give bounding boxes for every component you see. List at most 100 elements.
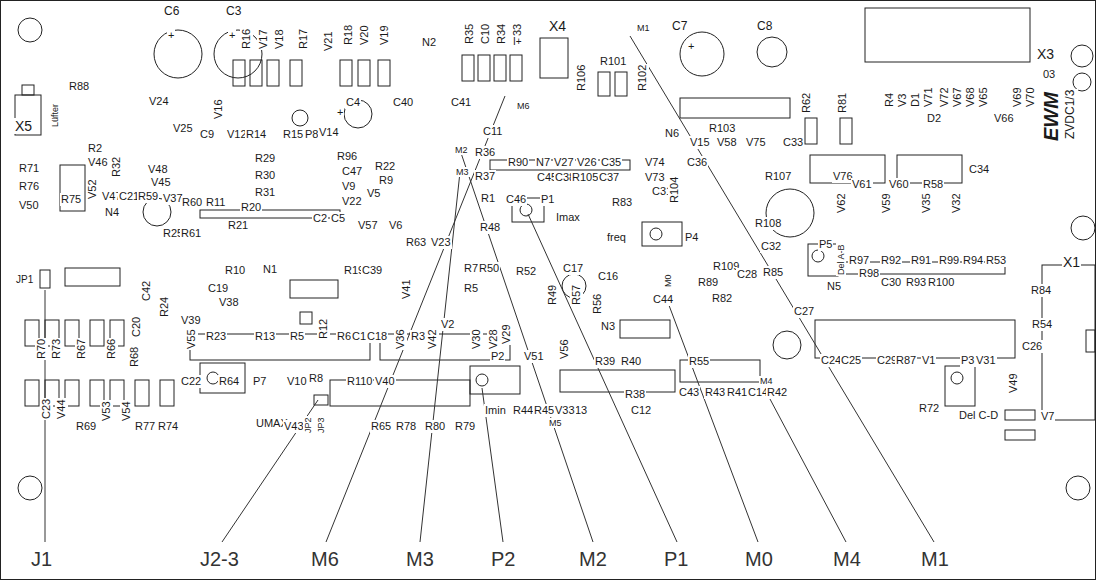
resistor-symbol <box>462 55 474 81</box>
part-designator: V52 <box>86 178 99 200</box>
part-designator: R39 <box>594 355 616 368</box>
part-designator: C2 <box>312 212 328 225</box>
part-designator: R29 <box>254 152 276 165</box>
part-designator: R108 <box>754 217 782 230</box>
part-designator: R34 <box>495 23 508 45</box>
part-designator: V9 <box>341 180 356 193</box>
part-designator: V45 <box>150 176 172 189</box>
part-designator: V28 <box>487 328 500 350</box>
part-designator: R105 <box>571 171 599 184</box>
part-designator: V5 <box>366 187 381 200</box>
part-designator: C18 <box>366 330 388 343</box>
part-designator: R9 <box>378 174 394 187</box>
part-designator: R49 <box>546 284 559 306</box>
part-designator: C7 <box>671 20 688 34</box>
capacitor-symbol <box>773 331 801 359</box>
callout-label: M2 <box>578 548 608 571</box>
part-designator: + <box>167 29 175 42</box>
part-designator: V42 <box>426 328 439 350</box>
resistor-symbol <box>478 55 490 81</box>
part-designator: R84 <box>1030 284 1052 297</box>
part-designator: R10 <box>224 264 246 277</box>
part-designator: V75 <box>745 136 767 149</box>
part-designator: V71 <box>922 86 935 108</box>
mounting-hole <box>18 476 42 500</box>
part-designator: V69 <box>1011 86 1024 108</box>
part-designator: C3 <box>225 5 242 19</box>
part-designator: P2 <box>490 350 505 363</box>
part-designator: V43 <box>283 420 305 433</box>
ic-symbol <box>620 320 670 338</box>
part-designator: R35 <box>463 23 476 45</box>
capacitor-symbol <box>757 37 787 67</box>
part-designator: JP2 <box>303 416 313 434</box>
part-designator: V3 <box>896 93 909 108</box>
leader-line <box>420 172 460 542</box>
resistor-symbol <box>615 72 627 96</box>
part-designator: R15 <box>282 128 304 141</box>
part-designator: R65 <box>370 420 392 433</box>
mounting-hole <box>1066 476 1090 500</box>
part-designator: R102 <box>636 64 649 92</box>
part-designator: R56 <box>591 293 604 315</box>
part-designator: V39 <box>180 314 202 327</box>
resistor-symbol <box>494 55 506 81</box>
part-designator: V60 <box>888 178 910 191</box>
part-designator: Imin <box>484 404 507 417</box>
leader-line <box>667 300 758 542</box>
part-designator: R66 <box>105 338 118 360</box>
part-designator: R11 <box>205 196 226 209</box>
part-designator: R101 <box>599 55 627 68</box>
part-designator: R64 <box>218 375 240 388</box>
part-designator: R90 <box>507 156 529 169</box>
part-designator: C8 <box>756 20 773 34</box>
callout-label: M3 <box>405 548 435 571</box>
part-designator: R77 <box>134 420 156 433</box>
part-designator: R94 <box>962 254 984 267</box>
part-designator: R54 <box>1031 318 1053 331</box>
part-designator: R99 <box>938 254 960 267</box>
part-designator: R68 <box>128 346 141 368</box>
part-designator: R73 <box>50 338 63 360</box>
part-designator: R100 <box>927 276 955 289</box>
part-designator: C37 <box>598 171 620 184</box>
part-designator: C22 <box>180 375 202 388</box>
resistor-symbol <box>510 55 522 81</box>
part-designator: N4 <box>104 206 120 219</box>
part-designator: R20 <box>240 201 262 214</box>
trimmer-symbol <box>476 374 488 386</box>
part-designator: V40 <box>374 375 396 388</box>
part-designator: V67 <box>951 86 964 108</box>
resistor-symbol <box>598 72 610 96</box>
part-designator: P7 <box>252 375 267 388</box>
part-designator: Lüfter <box>50 103 60 128</box>
part-designator: R6 <box>336 330 352 343</box>
part-designator: C32 <box>760 240 782 253</box>
mounting-hole <box>1071 216 1095 240</box>
part-designator: C16 <box>597 270 619 283</box>
part-designator: V26 <box>576 156 598 169</box>
resistor-symbol <box>358 60 370 86</box>
part-designator: C26 <box>1021 340 1043 353</box>
connector-symbol <box>22 85 34 95</box>
part-designator: R70 <box>35 338 48 360</box>
part-designator: R12 <box>317 318 330 340</box>
part-designator: V55 <box>185 328 198 350</box>
part-designator: R52 <box>515 265 537 278</box>
part-designator: C42 <box>140 280 153 302</box>
part-designator: R103 <box>708 122 736 135</box>
part-designator: 03 <box>1042 68 1056 81</box>
part-designator: R80 <box>424 420 446 433</box>
part-designator: R21 <box>227 219 249 232</box>
ic-symbol <box>815 320 1015 358</box>
resistor-symbol <box>90 320 104 346</box>
part-designator: V68 <box>964 86 977 108</box>
part-designator: R60 <box>181 196 203 209</box>
part-designator: V23 <box>430 236 452 249</box>
part-designator: C28 <box>736 268 758 281</box>
part-designator: V7 <box>1040 410 1055 423</box>
part-designator: V57 <box>357 219 379 232</box>
resistor-symbol <box>805 118 817 144</box>
callout-label: M1 <box>920 548 950 571</box>
